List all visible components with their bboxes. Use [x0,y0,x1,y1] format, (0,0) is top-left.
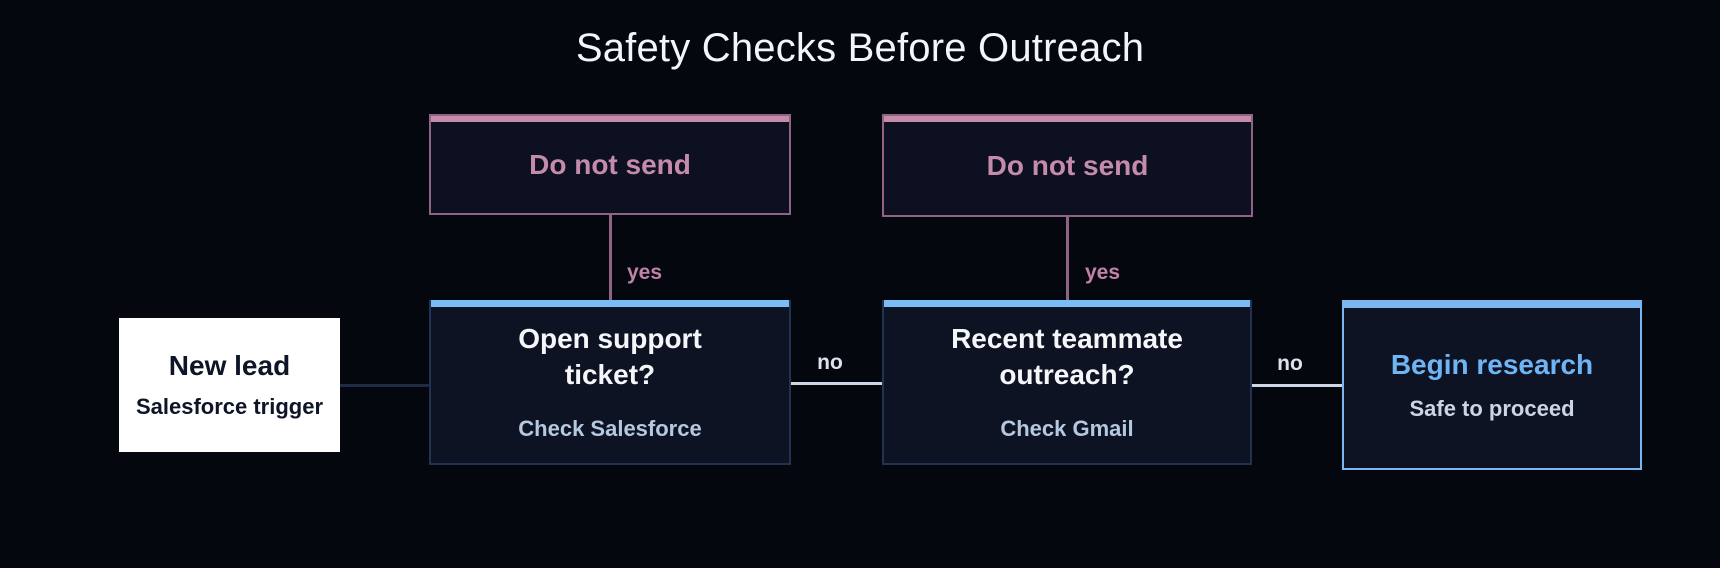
node-title: Begin research [1390,348,1594,380]
node-label: Do not send [986,149,1149,181]
edge-label-yes-2: yes [1085,261,1121,284]
question-accent-bar [884,300,1250,307]
recent-teammate-outreach-node: Recent teammate outreach? Check Gmail [882,300,1252,465]
node-subtitle: Salesforce trigger [135,394,324,419]
node-title: New lead [168,350,291,381]
node-label: Do not send [529,148,691,180]
diagram-title: Safety Checks Before Outreach [575,26,1145,70]
node-subtitle: Safe to proceed [1409,395,1575,421]
new-lead-node: New lead Salesforce trigger [119,318,340,452]
danger-accent-bar [884,116,1251,122]
edge-check2-to-donotsend-yes [1066,217,1069,300]
danger-accent-bar [431,116,789,122]
edge-label-no-2: no [1277,352,1303,375]
edge-newlead-to-check1 [340,384,429,387]
node-subtitle: Check Gmail [1000,415,1134,441]
edge-check2-to-research-no [1252,384,1342,387]
do-not-send-node-2: Do not send [882,114,1253,217]
open-support-ticket-node: Open support ticket? Check Salesforce [429,300,791,465]
success-accent-bar [1344,302,1640,308]
edge-label-no-1: no [817,351,843,374]
node-subtitle: Check Salesforce [518,415,702,441]
node-title: Recent teammate outreach? [951,323,1183,390]
begin-research-node: Begin research Safe to proceed [1342,300,1642,470]
node-title: Open support ticket? [518,323,702,390]
edge-label-yes-1: yes [627,261,663,284]
do-not-send-node-1: Do not send [429,114,791,215]
edge-check1-to-check2-no [791,382,882,385]
question-accent-bar [431,300,789,307]
edge-check1-to-donotsend-yes [609,215,612,300]
